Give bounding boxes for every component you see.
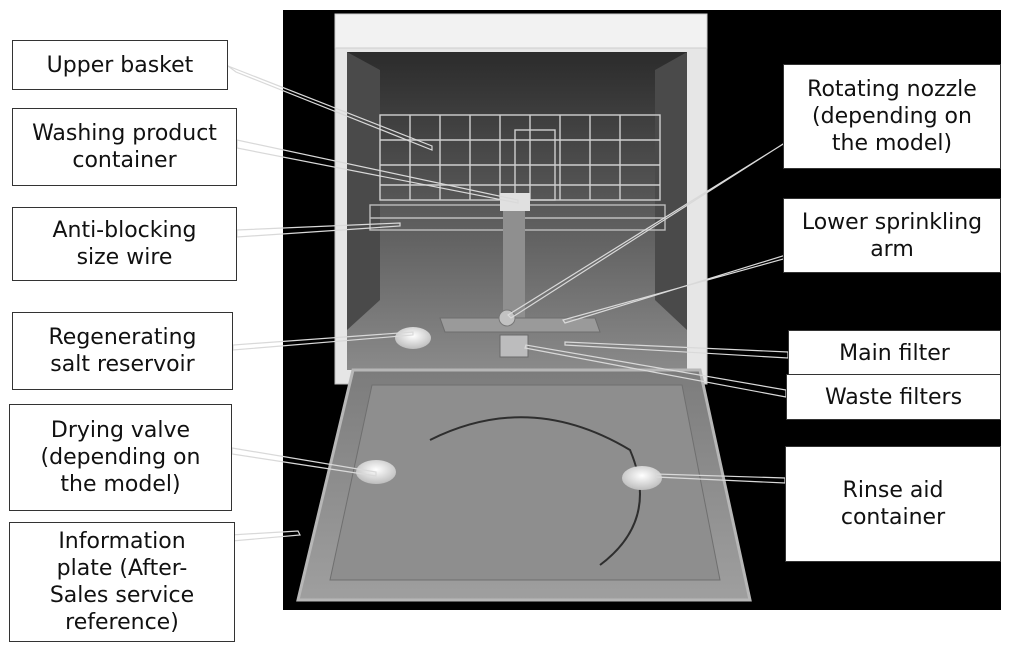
filter-shape [500, 335, 528, 357]
label-information-plate: Information plate (After- Sales service … [9, 522, 235, 642]
label-anti-blocking-size-wire: Anti-blocking size wire [12, 207, 237, 281]
label-lower-sprinkling-arm: Lower sprinkling arm [783, 198, 1001, 273]
spray-pipe [503, 200, 525, 320]
rinse-aid-cap [622, 466, 662, 490]
cabinet-top [335, 14, 707, 48]
label-rinse-aid-container: Rinse aid container [785, 446, 1001, 562]
tub-left-wall [347, 52, 380, 330]
label-regenerating-salt-reservoir: Regenerating salt reservoir [12, 312, 233, 390]
label-upper-basket: Upper basket [12, 40, 228, 90]
door-inner [330, 385, 720, 580]
label-waste-filters: Waste filters [786, 374, 1001, 420]
label-drying-valve: Drying valve (depending on the model) [9, 404, 232, 511]
label-washing-product-container: Washing product container [12, 108, 237, 186]
label-main-filter: Main filter [788, 330, 1001, 376]
label-rotating-nozzle: Rotating nozzle (depending on the model) [783, 64, 1001, 169]
salt-reservoir-cap [395, 327, 431, 349]
